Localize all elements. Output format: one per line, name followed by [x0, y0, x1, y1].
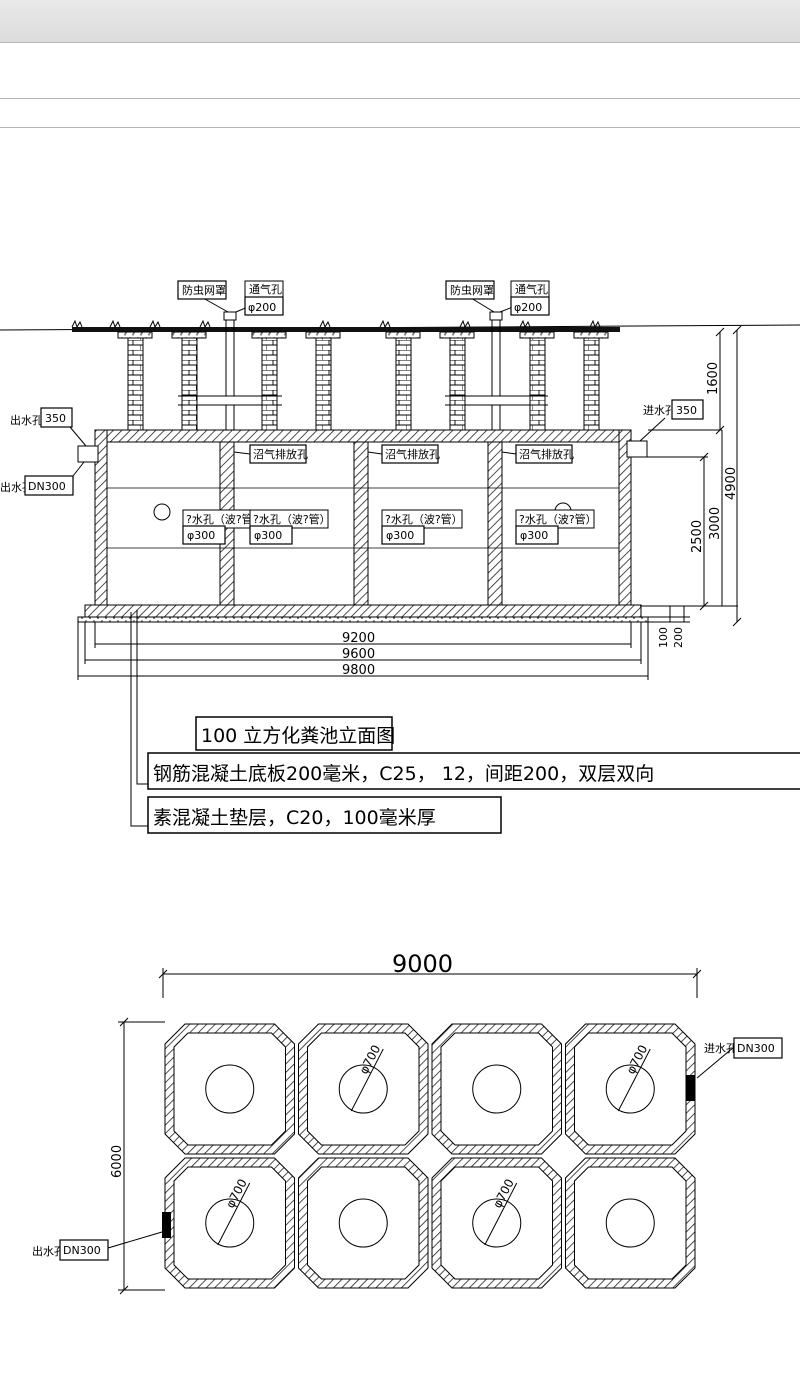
chamber-interior: [440, 1166, 553, 1280]
plan-inlet-dn: DN300: [737, 1042, 775, 1055]
outlet-dn-label: DN300: [28, 480, 66, 493]
dim-3000: 3000: [708, 507, 723, 540]
dim-4900: 4900: [724, 467, 739, 500]
dim-9800: 9800: [342, 663, 375, 678]
vent-pipes: [178, 311, 548, 436]
outlet-leader: [107, 1231, 163, 1249]
hole-size-label: φ300: [520, 529, 548, 542]
hole-label: ?水孔（波?管）: [385, 512, 463, 526]
manhole-opening: [205, 1064, 255, 1114]
tank-walls: [77, 429, 649, 623]
dim-6000: 6000: [110, 1145, 125, 1178]
dim-2500: 2500: [690, 520, 705, 553]
vent-label: 通气孔: [249, 282, 282, 296]
hole-label: ?水孔（波?管）: [186, 512, 264, 526]
inlet-pipe-marker: [686, 1075, 695, 1101]
slab-note: 钢筋混凝土底板200毫米，C25， 12，间距200，双层双向: [153, 763, 654, 785]
cushion-note: 素混凝土垫层，C20，100毫米厚: [153, 807, 436, 829]
separator-line: [0, 127, 800, 128]
horizontal-dimensions: [77, 622, 649, 680]
hole-label: ?水孔（波?管）: [519, 512, 597, 526]
outlet-inlet-labels: 出水孔 350 出水孔 DN300 进水孔 350: [0, 399, 704, 496]
inlet-label: 进水孔: [643, 404, 676, 417]
notes: 100 立方化粪池立面图 钢筋混凝土底板200毫米，C25， 12，间距200，…: [147, 716, 800, 834]
diameter-line: [350, 1048, 384, 1112]
insect-net-label: 防虫网罩: [182, 283, 226, 297]
chamber-interior: [440, 1032, 553, 1146]
biogas-labels: 沼气排放孔 沼气排放孔 沼气排放孔: [233, 444, 574, 464]
manhole-opening: [472, 1198, 522, 1248]
plan-inlet-label: 进水孔: [704, 1042, 737, 1055]
chamber-interior: [574, 1032, 687, 1146]
dim-200: 200: [672, 627, 685, 648]
dim-1600: 1600: [706, 362, 721, 395]
hole-size-label: φ300: [254, 529, 282, 542]
vent-size-label: φ200: [248, 301, 276, 314]
vent-label: 通气孔: [515, 282, 548, 296]
chamber-interior: [173, 1032, 286, 1146]
manhole-opening: [605, 1198, 655, 1248]
hole-size-label: φ300: [187, 529, 215, 542]
drawing-title: 100 立方化粪池立面图: [201, 725, 395, 747]
manhole-opening: [338, 1064, 388, 1114]
diameter-line: [617, 1048, 651, 1112]
outlet-size-label: 350: [45, 412, 66, 425]
plan-outlet-dn: DN300: [63, 1244, 101, 1257]
vent-size-label: φ200: [514, 301, 542, 314]
plan-dimensions: [118, 968, 702, 1295]
hole-labels: ?水孔（波?管） φ300 ?水孔（波?管） φ300 ?水孔（波?管） φ30…: [182, 509, 597, 545]
manhole-opening: [472, 1064, 522, 1114]
cap-labels: 防虫网罩 通气孔 φ200 防虫网罩 通气孔 φ200: [177, 280, 550, 316]
chamber-interior: [307, 1166, 420, 1280]
hole-size-label: φ300: [386, 529, 414, 542]
outlet-label: 出水孔: [10, 413, 43, 427]
biogas-vent-label: 沼气排放孔: [385, 447, 440, 461]
dim-100: 100: [657, 627, 670, 648]
dim-9600: 9600: [342, 647, 375, 662]
window-title-bar: [0, 0, 800, 43]
biogas-vent-label: 沼气排放孔: [253, 447, 308, 461]
hole-label: ?水孔（波?管）: [253, 512, 331, 526]
separator-line: [0, 98, 800, 99]
dim-9200: 9200: [342, 631, 375, 646]
manhole-opening: [338, 1198, 388, 1248]
note-leaders: [130, 610, 150, 827]
diameter-line: [484, 1182, 518, 1246]
ground-slab: [72, 327, 620, 332]
inlet-leader: [696, 1046, 735, 1079]
dim-9000: 9000: [392, 950, 453, 978]
vertical-dimension-labels: 1600 4900 3000 2500 100 200: [657, 362, 739, 648]
pipe-stubs: [77, 440, 648, 521]
diameter-line: [217, 1182, 251, 1246]
inlet-size-label: 350: [676, 404, 697, 417]
plan-outlet-label: 出水孔: [32, 1244, 65, 1258]
manhole-opening: [605, 1064, 655, 1114]
chamber-interior: [307, 1032, 420, 1146]
chamber-interior: [574, 1166, 687, 1280]
manhole-risers: [117, 331, 609, 437]
outlet-pipe-marker: [162, 1212, 171, 1238]
manhole-opening: [205, 1198, 255, 1248]
insect-net-label: 防虫网罩: [450, 283, 494, 297]
water-lines: [107, 487, 619, 549]
chamber-interior: [173, 1166, 286, 1280]
biogas-vent-label: 沼气排放孔: [519, 447, 574, 461]
grass-marks: [71, 319, 601, 329]
vertical-dimensions: [640, 325, 742, 627]
elevation-view: 防虫网罩 通气孔 φ200 防虫网罩 通气孔 φ200: [0, 280, 800, 827]
